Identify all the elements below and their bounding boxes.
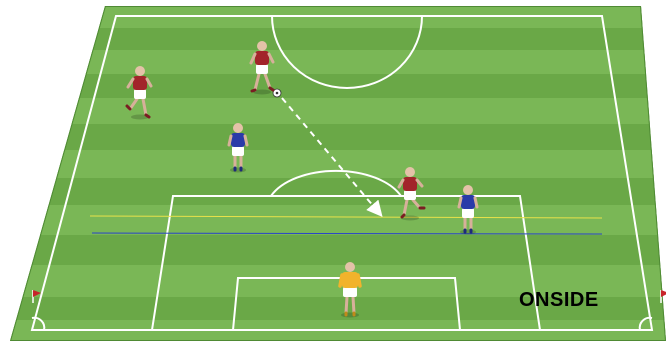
corner-flag-icon [661,290,666,303]
onside-caption: ONSIDE [519,289,599,311]
